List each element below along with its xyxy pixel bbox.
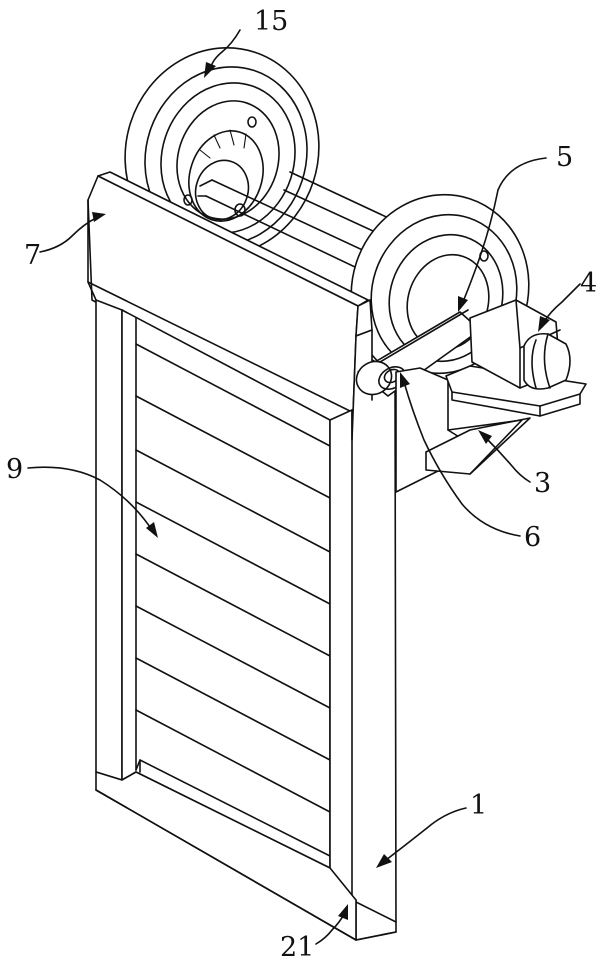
label-5: 5	[556, 142, 573, 173]
label-7: 7	[24, 240, 41, 271]
motor-bracket	[396, 366, 586, 492]
label-6: 6	[524, 522, 541, 553]
label-21: 21	[280, 932, 314, 963]
label-4: 4	[580, 268, 597, 299]
label-1: 1	[470, 790, 487, 821]
label-15: 15	[254, 6, 288, 37]
right-post	[330, 330, 396, 940]
label-3: 3	[534, 468, 551, 499]
leader-4	[538, 284, 580, 332]
label-9: 9	[6, 454, 23, 485]
